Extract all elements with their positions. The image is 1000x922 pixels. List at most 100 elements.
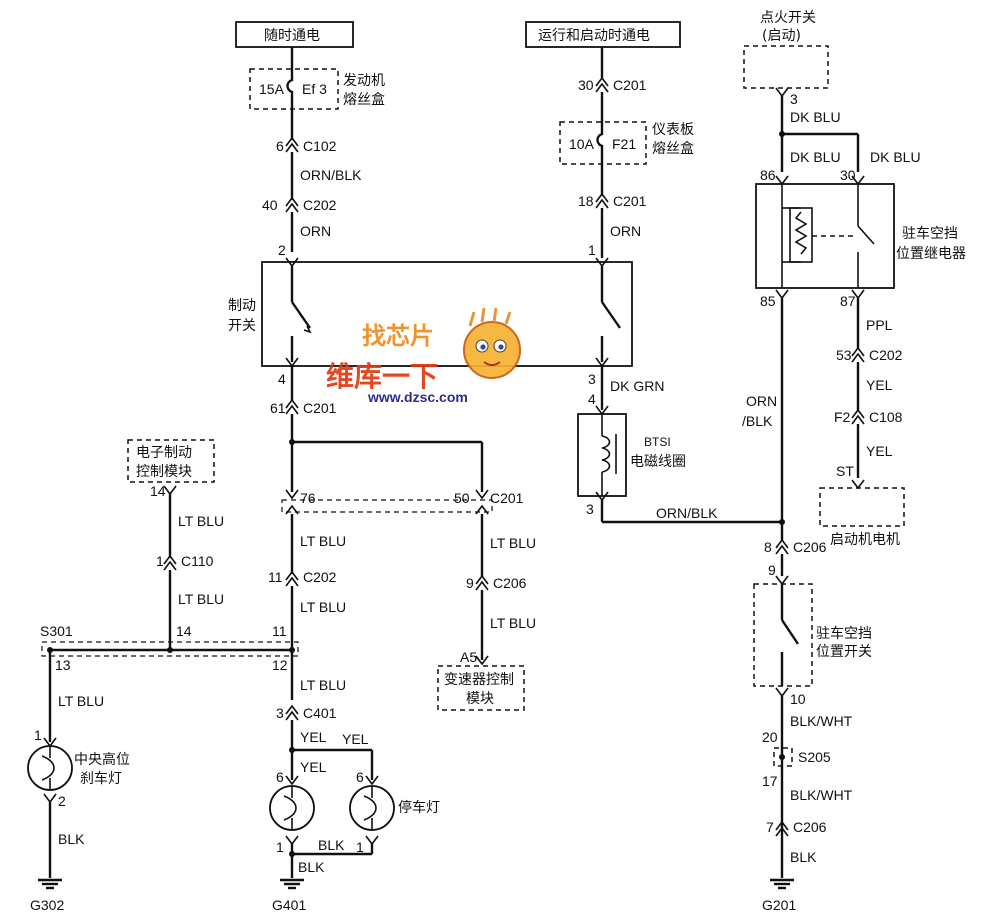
watermark-logo: 找芯片 维库一下 www.dzsc.com — [326, 307, 521, 405]
relay-label: 驻车空挡 — [902, 225, 958, 242]
watermark-badge: 找芯片 — [362, 322, 434, 350]
pin-label: 50 — [454, 490, 470, 506]
pin-label: F2 — [834, 409, 851, 425]
wire-label: LT BLU — [178, 513, 224, 529]
pin-label: 10 — [790, 691, 806, 707]
connector-c201-a — [285, 399, 299, 415]
starter-motor-label: 启动机电机 — [830, 532, 900, 548]
pin-label: 17 — [762, 773, 778, 789]
pin-label: 6 — [276, 769, 284, 785]
pin-label: 2 — [58, 793, 66, 809]
btsi-solenoid: 3 DK GRN 4 BTSI 电磁线圈 3 ORN/BLK — [577, 366, 785, 525]
coil-icon — [601, 435, 611, 473]
watermark-text: 维库一下 — [326, 360, 438, 393]
ground-g201-icon — [770, 878, 794, 890]
wire-label: DK BLU — [870, 149, 921, 165]
connector-label: C206 — [793, 819, 827, 835]
pin-label: 4 — [278, 371, 286, 387]
pin-label: 1 — [156, 553, 164, 569]
splice-s205-box — [773, 747, 793, 767]
brake-switch: 制动 开关 — [228, 257, 633, 368]
wire-label: ORN — [300, 223, 331, 239]
connector-c110 — [163, 555, 177, 571]
pin-label: 30 — [840, 167, 856, 183]
tcm-label: 变速器控制 — [444, 672, 514, 688]
wire-label: YEL — [866, 377, 893, 393]
ebcm-label-2: 控制模块 — [136, 464, 192, 480]
chmsl-label: 中央高位 — [74, 751, 130, 768]
starter-motor-box — [819, 487, 905, 527]
run-start-circuit: 运行和启动时通电 30 C201 10A F21 仪表板 熔丝盒 18 C201… — [525, 21, 694, 258]
connector-label: C401 — [303, 705, 337, 721]
connector-c401 — [285, 705, 299, 721]
pin-label: 14 — [176, 623, 192, 639]
pin-label: 18 — [578, 193, 594, 209]
wire-label: YEL — [300, 759, 327, 775]
park-neutral-relay: 驻车空挡 位置继电器 85 87 — [755, 183, 966, 309]
connector-label: C201 — [613, 77, 647, 93]
connector-label: C110 — [181, 553, 214, 569]
pin-label: 6 — [276, 138, 284, 154]
tcm-label-2: 模块 — [466, 691, 494, 707]
wire-label: LT BLU — [300, 599, 346, 615]
brake-switch-label: 制动 — [228, 298, 256, 314]
stop-lamps: 6 6 停车灯 1 1 BLK BLK G401 — [269, 769, 440, 913]
splice-s301-box — [41, 641, 299, 657]
run-start-label: 运行和启动时通电 — [538, 28, 650, 44]
tcm-branch: LT BLU 9 C206 LT BLU A5 变速器控制 模块 — [437, 514, 536, 711]
connector-label: C201 — [490, 490, 524, 506]
pin-label: 61 — [270, 400, 286, 416]
connector-label: C102 — [303, 138, 337, 154]
park-switch-label-2: 位置开关 — [816, 644, 872, 660]
wire-label: LT BLU — [300, 677, 346, 693]
watermark-url: www.dzsc.com — [367, 389, 468, 405]
tcm-box — [437, 665, 525, 711]
connector-label: C202 — [869, 347, 903, 363]
splice-s205-label: S205 — [798, 749, 831, 765]
ground-g302-label: G302 — [30, 897, 64, 913]
pin-label: 3 — [276, 705, 284, 721]
pin-label: 11 — [272, 623, 287, 639]
chmsl-label-2: 刹车灯 — [80, 770, 122, 787]
pin-label: 12 — [272, 657, 288, 673]
wire-label: ORN — [746, 393, 777, 409]
connector-label: C201 — [613, 193, 647, 209]
engine-fuse-box-label: 发动机 — [343, 73, 385, 89]
pin-label: 3 — [588, 371, 596, 387]
pin-label: 1 — [276, 839, 284, 855]
connector-c202-c — [851, 347, 865, 363]
connector-c102 — [285, 137, 299, 153]
connector-label: C202 — [303, 197, 337, 213]
fuse-f21-amp: 10A — [569, 136, 595, 152]
ignition-switch-label-2: (启动) — [762, 28, 801, 44]
ground-g401-label: G401 — [272, 897, 306, 913]
connector-label: C206 — [793, 539, 827, 555]
pin-label: 9 — [466, 575, 474, 591]
pin-label: A5 — [460, 649, 477, 665]
pin-label: 3 — [586, 501, 594, 517]
wire-label: /BLK — [742, 413, 773, 429]
wire-label: BLK — [318, 837, 345, 853]
pin-label: 8 — [764, 539, 772, 555]
ignition-circuit: 点火开关 (启动) 3 DK BLU DK BLU DK BLU 86 30 — [743, 10, 921, 186]
connector-c206-b — [775, 539, 789, 555]
connector-c206-a — [475, 575, 489, 591]
fuse-f21-symbol — [596, 124, 604, 196]
pin-label: ST — [836, 463, 854, 479]
wire-label: YEL — [300, 729, 327, 745]
wire-label: ORN/BLK — [300, 167, 362, 183]
connector-label: C201 — [303, 400, 337, 416]
pin-label: 40 — [262, 197, 278, 213]
wire-label: ORN/BLK — [656, 505, 718, 521]
btsi-label: BTSI — [644, 435, 671, 449]
connector-c108 — [851, 409, 865, 425]
pin-label: 2 — [278, 242, 286, 258]
wire-label: YEL — [866, 443, 893, 459]
pin-label: 4 — [588, 391, 596, 407]
connector-c201-b — [595, 77, 609, 93]
wire-label: BLK — [58, 831, 85, 847]
starter-circuit: PPL 53 C202 YEL F2 C108 YEL ST 启动机电机 — [819, 298, 905, 548]
brake-switch-label-2: 开关 — [228, 318, 256, 334]
fuse-f21-name: F21 — [612, 136, 636, 152]
ebcm-box — [127, 439, 215, 483]
